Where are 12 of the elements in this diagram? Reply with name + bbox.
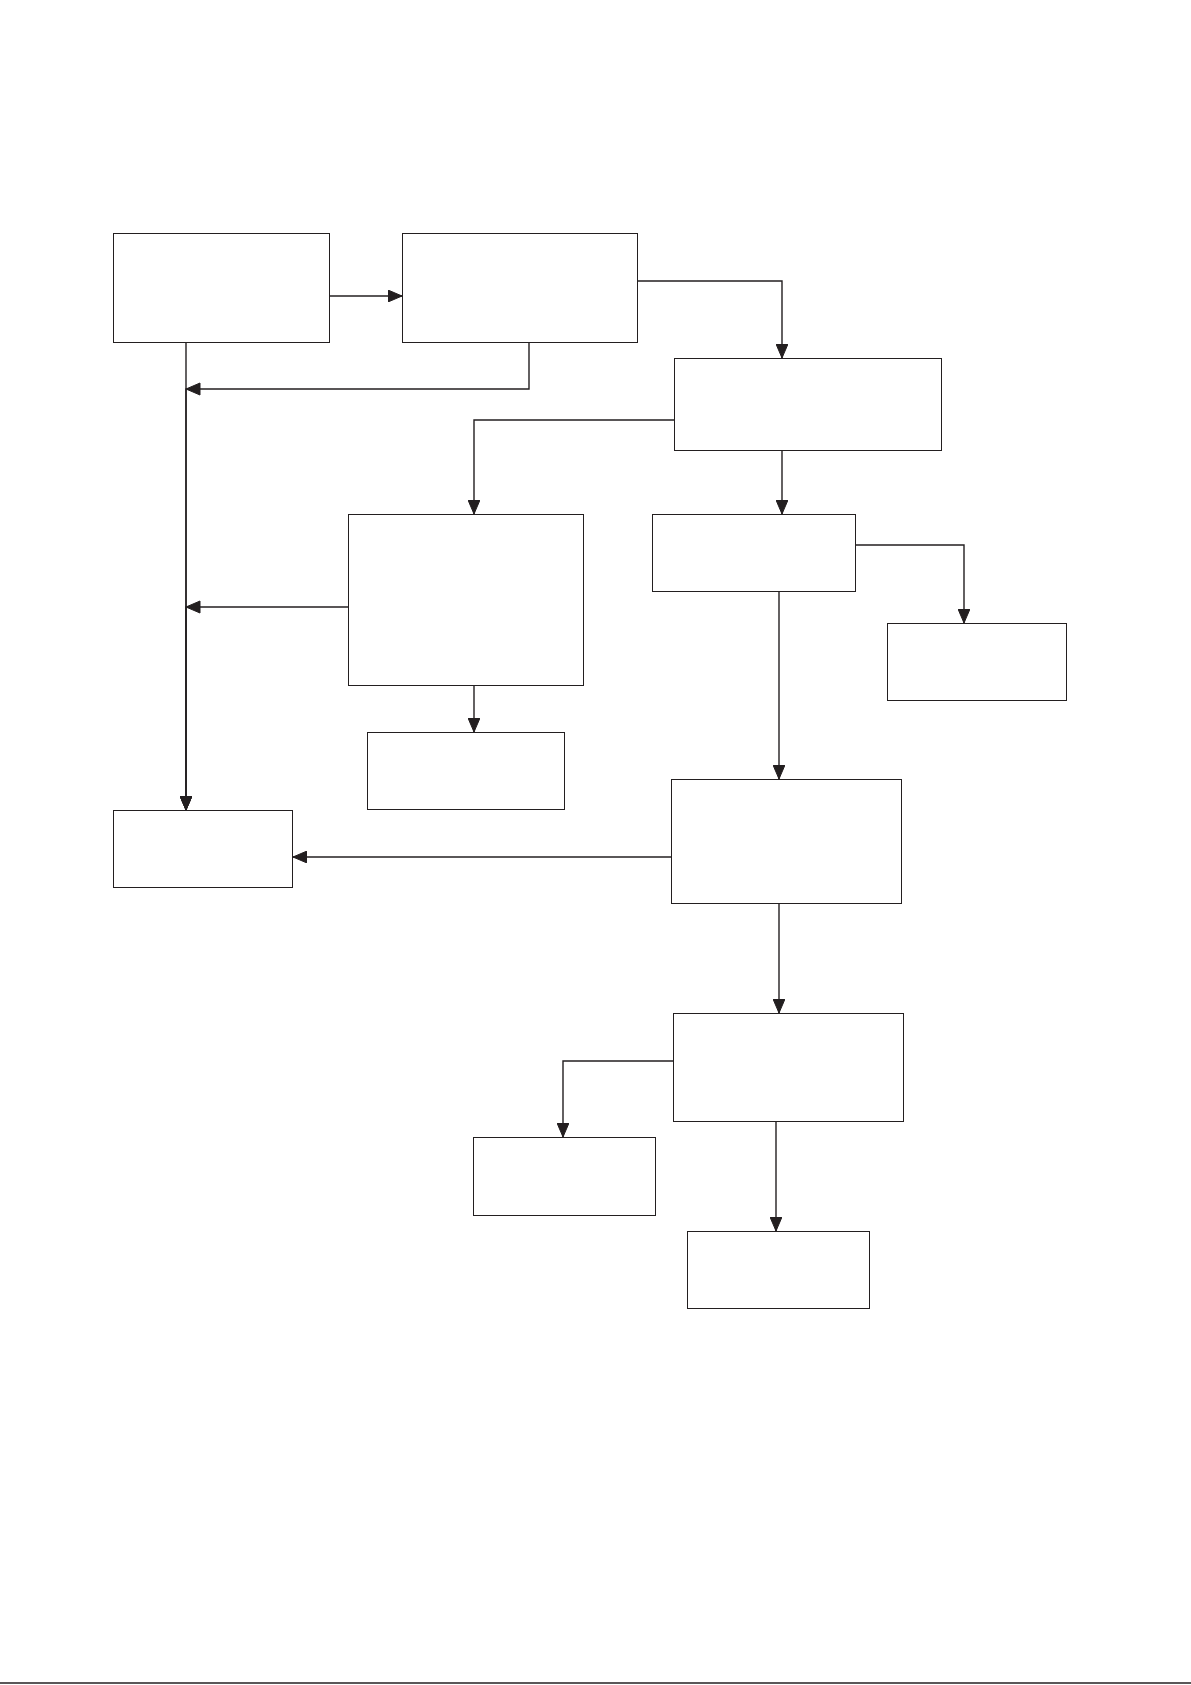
process-box	[402, 233, 638, 343]
process-box	[113, 233, 330, 343]
process-box	[673, 1013, 904, 1122]
process-box	[674, 358, 942, 451]
process-box	[671, 779, 902, 904]
process-box	[473, 1137, 656, 1216]
process-box	[652, 514, 856, 592]
process-box	[887, 623, 1067, 701]
process-box	[687, 1231, 870, 1309]
process-box	[348, 514, 584, 686]
process-box	[113, 810, 293, 888]
process-box	[367, 732, 565, 810]
